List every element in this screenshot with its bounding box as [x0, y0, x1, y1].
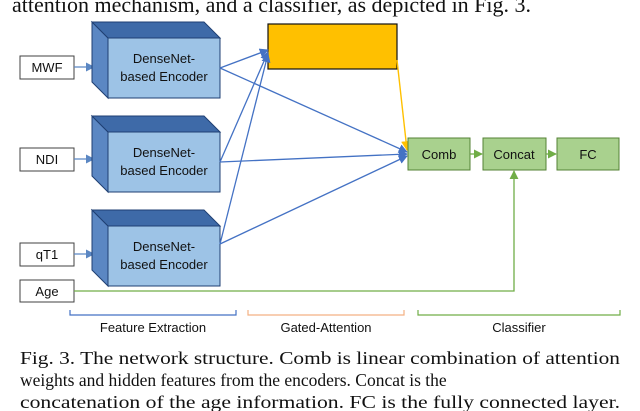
- arrow-attention-to-comb: [396, 59, 411, 151]
- input-mwf-label: MWF: [31, 60, 62, 75]
- input-age-label: Age: [35, 284, 58, 299]
- fc-label: FC: [579, 147, 596, 162]
- input-qt1-label: qT1: [36, 247, 58, 262]
- bracket-gated-attention: [247, 310, 405, 316]
- input-mwf: MWF: [19, 55, 75, 80]
- bracket-feature-extraction: [69, 310, 237, 316]
- arrow-encoder-mwf-to-attention: [219, 48, 269, 69]
- encoder-ndi-line1: DenseNet-: [133, 145, 195, 160]
- encoder-mwf: DenseNet- based Encoder: [90, 20, 222, 100]
- arrow-encoder-mwf-to-comb: [219, 67, 408, 153]
- input-qt1: qT1: [19, 242, 75, 267]
- caption-line-3: concatenation of the age information. FC…: [20, 392, 620, 411]
- arrow-encoder-ndi-to-attention: [219, 51, 269, 163]
- arrow-encoder-qt1-to-comb: [219, 155, 408, 245]
- encoder-ndi-line2: based Encoder: [120, 163, 208, 178]
- fc-block: FC: [556, 137, 620, 171]
- comb-block: Comb: [407, 137, 471, 171]
- concat-label: Concat: [493, 147, 535, 162]
- gated-attention-box: [267, 23, 398, 70]
- section-gated-attention: Gated-Attention: [280, 320, 371, 335]
- comb-label: Comb: [422, 147, 457, 162]
- arrow-encoder-ndi-to-comb: [219, 149, 408, 163]
- input-ndi: NDI: [19, 147, 75, 172]
- encoder-ndi: DenseNet- based Encoder: [90, 114, 222, 194]
- input-age: Age: [19, 279, 75, 303]
- bracket-classifier: [417, 310, 621, 316]
- encoder-qt1: DenseNet- based Encoder: [90, 208, 222, 288]
- arrow-age-to-concat: [74, 170, 519, 292]
- encoder-mwf-line2: based Encoder: [120, 69, 208, 84]
- concat-block: Concat: [482, 137, 547, 171]
- caption-line-1: Fig. 3. The network structure. Comb is l…: [20, 348, 620, 368]
- header-text: attention mechanism, and a classifier, a…: [12, 0, 531, 17]
- section-classifier: Classifier: [492, 320, 546, 335]
- encoder-qt1-line1: DenseNet-: [133, 239, 195, 254]
- encoder-qt1-line2: based Encoder: [120, 257, 208, 272]
- caption-line-2: weights and hidden features from the enc…: [20, 370, 447, 390]
- input-ndi-label: NDI: [36, 152, 58, 167]
- section-feature-extraction: Feature Extraction: [100, 320, 206, 335]
- encoder-mwf-line1: DenseNet-: [133, 51, 195, 66]
- arrow-encoder-qt1-to-attention: [219, 53, 271, 245]
